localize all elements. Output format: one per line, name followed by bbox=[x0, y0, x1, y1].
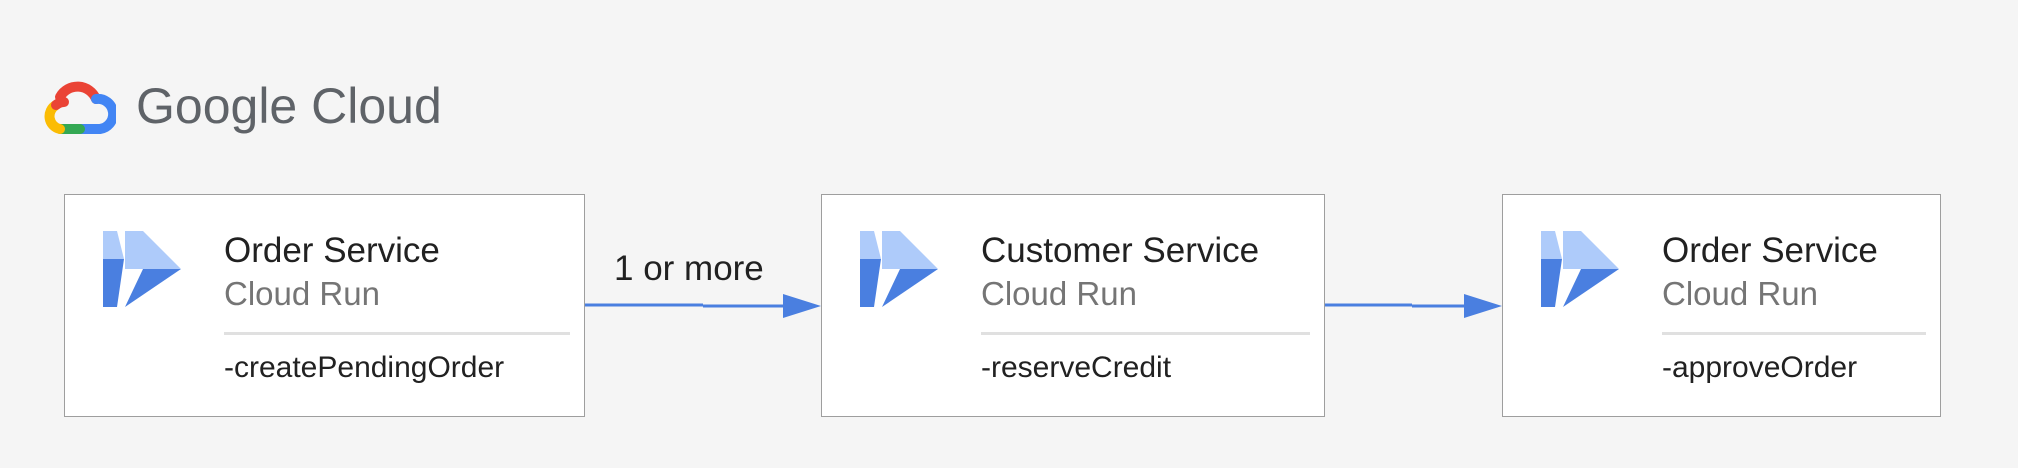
google-cloud-logo-text: Google Cloud bbox=[136, 78, 442, 134]
arrowhead-2 bbox=[1464, 294, 1502, 318]
card-divider bbox=[224, 332, 570, 335]
order-service-card[interactable]: Order Service Cloud Run -createPendingOr… bbox=[64, 194, 585, 417]
card-title: Order Service bbox=[1662, 231, 1878, 270]
card-title: Order Service bbox=[224, 231, 440, 270]
card-subtitle: Cloud Run bbox=[1662, 275, 1818, 312]
cloud-run-icon bbox=[1541, 231, 1619, 307]
card-method: -approveOrder bbox=[1662, 351, 1858, 384]
google-cloud-logo: Google Cloud bbox=[38, 74, 442, 138]
card-divider bbox=[981, 332, 1310, 335]
edge-label-1-or-more: 1 or more bbox=[614, 249, 764, 288]
card-subtitle: Cloud Run bbox=[981, 275, 1137, 312]
order-service-approve-card[interactable]: Order Service Cloud Run -approveOrder bbox=[1502, 194, 1941, 417]
arrowhead-1 bbox=[783, 294, 821, 318]
customer-service-card[interactable]: Customer Service Cloud Run -reserveCredi… bbox=[821, 194, 1325, 417]
cloud-run-icon bbox=[103, 231, 181, 307]
card-method: -createPendingOrder bbox=[224, 351, 505, 384]
card-title: Customer Service bbox=[981, 231, 1260, 270]
google-cloud-logo-icon bbox=[44, 81, 116, 134]
card-divider bbox=[1662, 332, 1926, 335]
card-subtitle: Cloud Run bbox=[224, 275, 380, 312]
cloud-run-icon bbox=[860, 231, 938, 307]
edge-customer-to-order bbox=[1325, 294, 1502, 318]
card-method: -reserveCredit bbox=[981, 351, 1172, 384]
edge-order-to-customer bbox=[585, 294, 821, 318]
